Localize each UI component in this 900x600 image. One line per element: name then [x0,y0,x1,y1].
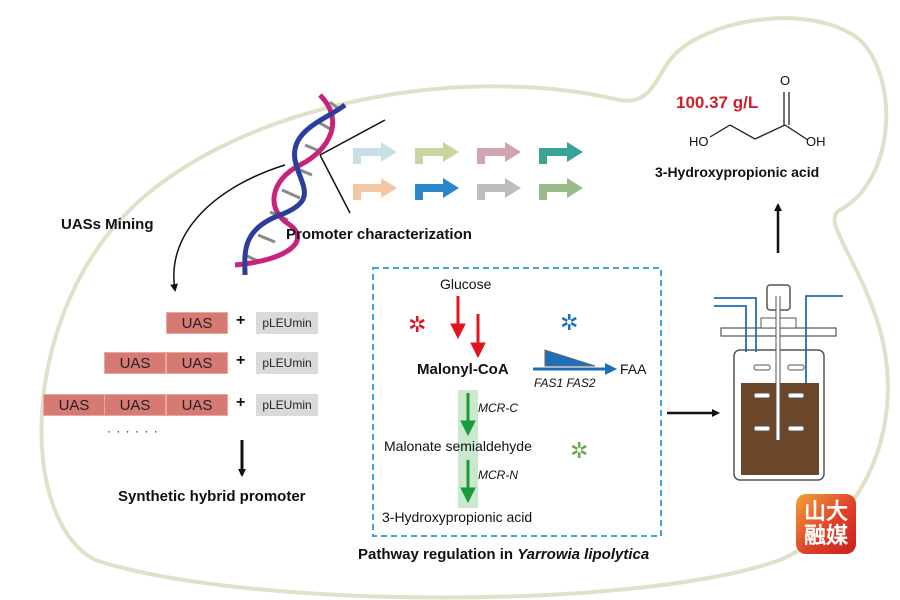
faa-label: FAA [620,361,647,377]
atom-oh: OH [806,134,826,149]
promoter-arrow-icon [415,142,459,164]
promoter-characterization-label: Promoter characterization [286,226,472,243]
uas-mining-arrow [170,164,286,292]
core-promoter-block: pLEUmin [256,352,318,374]
promoter-arrow-grid [353,142,583,200]
mcr-highlight [458,390,478,508]
uas-block: UAS [104,394,166,416]
logo-line-1: 山大 [803,499,848,524]
uas-block: UAS [166,352,228,374]
promoter-pointer-line [319,119,386,156]
uas-mining-label: UASs Mining [61,216,154,233]
fas-genes-label: FAS1 FAS2 [534,376,596,390]
pathway-regulation-caption: Pathway regulation in Yarrowia lipolytic… [358,546,649,563]
svg-text:✲: ✲ [570,439,588,464]
organism-name: Yarrowia lipolytica [517,546,650,563]
gear-icon-blue: ✲ [560,311,578,336]
gear-icon-red: ✲ [408,313,426,338]
3hp-structure [709,92,809,141]
promoter-arrow-icon [415,178,459,200]
atom-ho: HO [689,134,709,149]
ellipsis: · · · · · · [107,424,159,438]
pathway-box [372,267,662,537]
core-promoter-block: pLEUmin [256,312,318,334]
atom-oxygen: O [780,73,791,88]
core-promoter-block: pLEUmin [256,394,318,416]
product-name-label: 3-Hydroxypropionic acid [655,164,820,180]
dna-helix-icon [234,93,347,276]
uas-block: UAS [166,394,228,416]
promoter-pointer-line [319,154,351,214]
plus-sign: + [236,312,246,329]
fas-arrow-head [605,363,617,375]
promoter-arrow-icon [477,142,521,164]
uas-block: UAS [104,352,166,374]
mcr-n-label: MCR-N [478,468,518,482]
media-logo: 山大 融媒 [796,494,856,554]
promoter-arrow-icon [539,178,583,200]
caption-text: Pathway regulation in [358,546,518,563]
glucose-label: Glucose [440,276,492,292]
plus-sign: + [236,352,246,369]
pathway-product-label: 3-Hydroxypropionic acid [382,509,533,525]
promoter-arrow-icon [353,142,397,164]
malonate-semialdehyde-label: Malonate semialdehyde [384,438,532,454]
bioreactor-icon [714,284,843,481]
promoter-arrow-icon [539,142,583,164]
synthetic-hybrid-promoter-label: Synthetic hybrid promoter [118,488,306,505]
malonyl-coa-label: Malonyl-CoA [417,361,509,378]
promoter-arrow-icon [353,178,397,200]
svg-text:✲: ✲ [560,311,578,336]
yeast-cell-outline [39,16,890,600]
uas-block: UAS [43,394,105,416]
mcr-arrows [460,393,476,504]
promoter-arrow-icon [477,178,521,200]
plus-sign: + [236,394,246,411]
uas-block: UAS [166,312,228,334]
gear-icon-green: ✲ [570,439,588,464]
fas-downregulation-triangle [544,349,596,367]
glucose-arrows [450,296,486,359]
mcr-c-label: MCR-C [478,401,518,415]
logo-line-2: 融媒 [803,523,848,548]
titer-value: 100.37 g/L [676,93,759,112]
svg-text:✲: ✲ [408,313,426,338]
